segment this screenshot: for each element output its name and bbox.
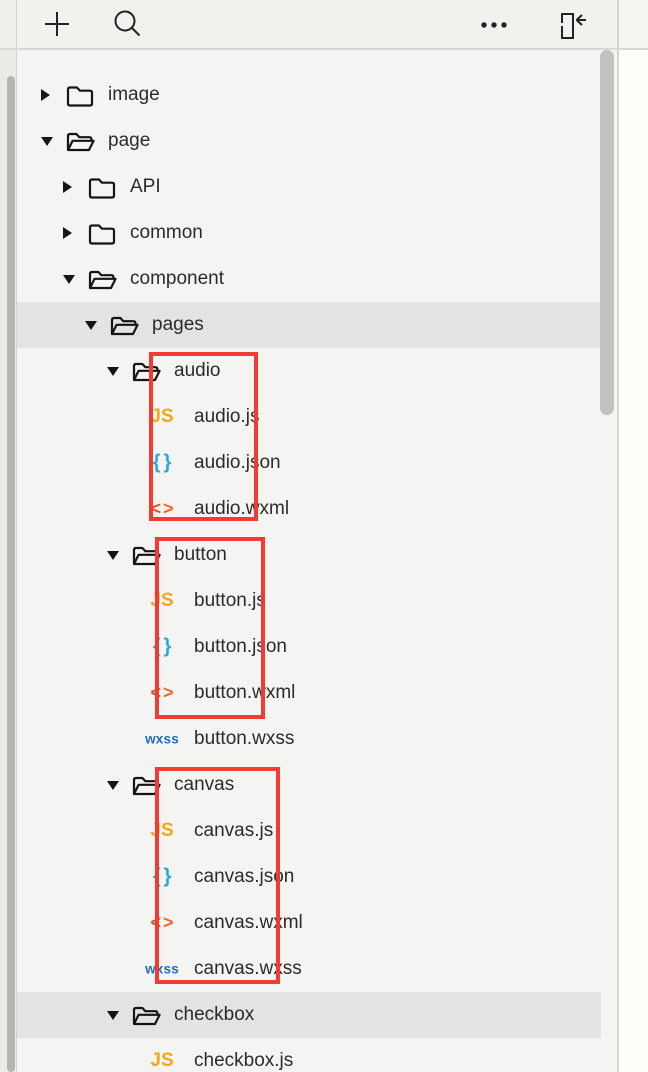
plus-icon: [45, 12, 69, 36]
json-file-icon: {}: [152, 451, 172, 474]
chevron-down-icon[interactable]: [41, 137, 53, 146]
folder-open-icon: [132, 1006, 161, 1026]
tree-row-audio-js[interactable]: JS audio.js: [17, 394, 601, 440]
tree-row-image[interactable]: image: [17, 72, 601, 118]
tree-item-label: button.js: [194, 590, 266, 611]
tree-row-canvas-wxml[interactable]: <>canvas.wxml: [17, 900, 601, 946]
folder-icon: [88, 178, 116, 199]
tree-item-label: checkbox.js: [194, 1050, 294, 1071]
wxss-file-icon: wxss: [145, 961, 179, 977]
tree-item-label: button.wxml: [194, 682, 296, 703]
more-options-button[interactable]: [476, 6, 512, 42]
folder-open-icon: [110, 316, 139, 336]
tree-row-canvas-json[interactable]: {}canvas.json: [17, 854, 601, 900]
tree-item-label: canvas.wxml: [194, 912, 303, 933]
wxss-file-icon: wxss: [145, 731, 179, 747]
chevron-down-icon[interactable]: [63, 275, 75, 284]
search-button[interactable]: [109, 6, 145, 42]
chevron-down-icon[interactable]: [107, 781, 119, 790]
js-file-icon: JS: [150, 1050, 174, 1071]
panel-divider-right: [617, 0, 619, 1072]
tree-row-button-json[interactable]: {}button.json: [17, 624, 601, 670]
chevron-down-icon[interactable]: [107, 551, 119, 560]
tree-item-label: canvas.json: [194, 866, 295, 887]
tree-row-common[interactable]: common: [17, 210, 601, 256]
button-group-highlight: [155, 537, 265, 719]
tree-item-label: common: [130, 222, 203, 243]
tree-row-audio-wxml[interactable]: <> audio.wxml: [17, 486, 601, 532]
adjacent-panel-edge: [0, 0, 16, 1072]
audio-group-highlight: [149, 352, 258, 521]
tree-row-component[interactable]: component: [17, 256, 601, 302]
tree-row-canvas[interactable]: canvas: [17, 762, 601, 808]
tree-item-label: page: [108, 130, 151, 151]
canvas-group-highlight: [155, 767, 280, 984]
folder-icon: [66, 86, 94, 107]
tree-row-checkbox[interactable]: checkbox: [17, 992, 601, 1038]
tree-row-page[interactable]: page: [17, 118, 601, 164]
tree-row-checkbox-js[interactable]: JS checkbox.js: [17, 1038, 601, 1072]
chevron-right-icon[interactable]: [63, 227, 72, 239]
tree-row-canvas-wxss[interactable]: wxss canvas.wxss: [17, 946, 601, 992]
folder-open-icon: [132, 362, 161, 382]
js-file-icon: JS: [150, 406, 174, 427]
tree-row-button[interactable]: button: [17, 532, 601, 578]
tree-row-button-wxss[interactable]: wxss button.wxss: [17, 716, 601, 762]
tree-item-label: button.wxss: [194, 728, 295, 749]
adjacent-panel-edge-top: [0, 0, 16, 49]
tree-row-audio[interactable]: audio: [17, 348, 601, 394]
collapse-sidebar-icon: [560, 13, 586, 39]
tree-item-label: canvas.wxss: [194, 958, 302, 979]
tree-item-label: audio: [174, 360, 221, 381]
editor-area-edge-top: [619, 0, 648, 48]
chevron-down-icon[interactable]: [85, 321, 97, 330]
tree-item-label: component: [130, 268, 225, 289]
explorer-toolbar: [17, 0, 617, 48]
panel-divider-left: [16, 0, 17, 1072]
tree-row-button-wxml[interactable]: <>button.wxml: [17, 670, 601, 716]
tree-item-label: audio.json: [194, 452, 281, 473]
tree-item-label: pages: [152, 314, 204, 335]
wxml-file-icon: <>: [150, 498, 174, 519]
search-icon: [114, 10, 141, 37]
chevron-right-icon[interactable]: [63, 181, 72, 193]
folder-icon: [88, 224, 116, 245]
tree-item-label: audio.js: [194, 406, 260, 427]
tree-item-label: audio.wxml: [194, 498, 290, 519]
collapse-sidebar-button[interactable]: [555, 6, 591, 42]
chevron-right-icon[interactable]: [41, 89, 50, 101]
tree-item-label: canvas: [174, 774, 235, 795]
file-tree-scrollbar-thumb[interactable]: [600, 50, 614, 415]
folder-open-icon: [88, 270, 117, 290]
adjacent-panel-scrollbar-thumb[interactable]: [7, 76, 15, 1072]
toolbar-divider: [0, 48, 648, 50]
add-file-button[interactable]: [39, 6, 75, 42]
tree-item-label: button: [174, 544, 227, 565]
chevron-down-icon[interactable]: [107, 1011, 119, 1020]
folder-open-icon: [66, 132, 95, 152]
chevron-down-icon[interactable]: [107, 367, 119, 376]
tree-item-label: API: [130, 176, 161, 197]
tree-item-label: image: [108, 84, 160, 105]
tree-row-pages[interactable]: pages: [17, 302, 601, 348]
tree-item-label: checkbox: [174, 1004, 255, 1025]
editor-area-edge: [619, 0, 648, 1072]
tree-row-API[interactable]: API: [17, 164, 601, 210]
ellipsis-icon: [481, 22, 507, 28]
tree-row-audio-json[interactable]: {} audio.json: [17, 440, 601, 486]
tree-item-label: canvas.js: [194, 820, 274, 841]
